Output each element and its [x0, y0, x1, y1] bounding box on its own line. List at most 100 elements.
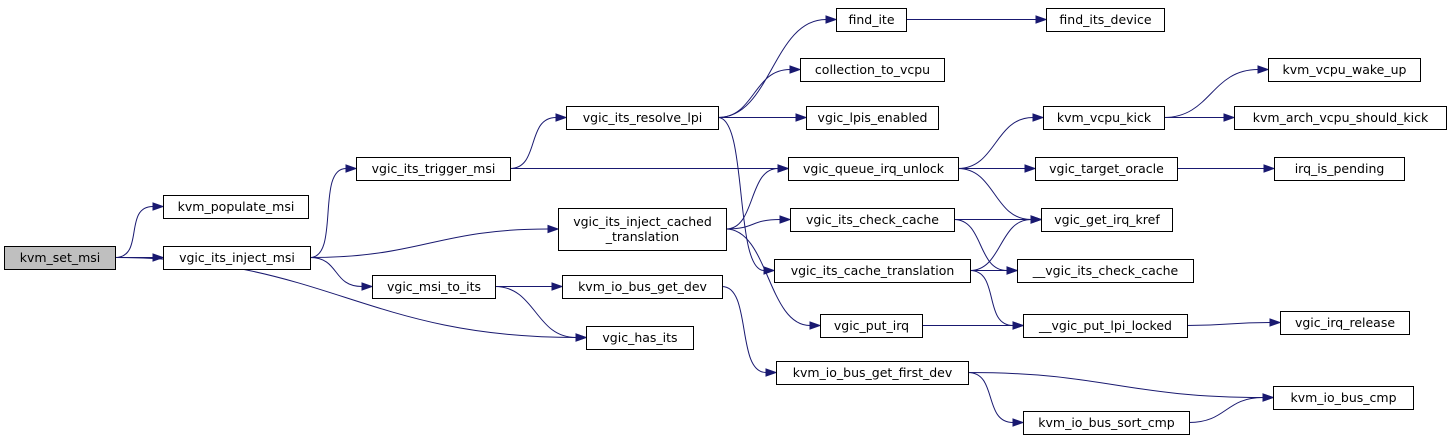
node-label: vgic_its_inject_msi [179, 250, 295, 265]
node-kvm-vcpu-wake-up[interactable]: kvm_vcpu_wake_up [1268, 58, 1421, 82]
edge-kvm-io-bus-get-dev-to-kvm-io-bus-get-first-dev [721, 286, 778, 377]
node-vgic-get-irq-kref[interactable]: vgic_get_irq_kref [1041, 208, 1173, 232]
edge-kvm-io-bus-get-first-dev-to-kvm-io-bus-sort-cmp [967, 372, 1025, 427]
node-label: vgic_its_cache_translation [791, 263, 955, 278]
node-vgic-irq-release[interactable]: vgic_irq_release [1280, 311, 1410, 335]
node-irq-is-pending[interactable]: irq_is_pending [1274, 157, 1405, 181]
edge-line [717, 69, 791, 118]
edge-arrowhead [809, 321, 822, 330]
node-label: vgic_has_its [602, 330, 677, 345]
node-label: vgic_lpis_enabled [818, 110, 928, 125]
node-label: vgic_get_irq_kref [1054, 212, 1160, 227]
edge-arrowhead [765, 368, 778, 377]
node-box [1046, 8, 1165, 32]
node-box [800, 58, 945, 82]
node-find-ite[interactable]: find_ite [836, 8, 907, 32]
node-box [1043, 106, 1165, 130]
node-vgic-its-check-cache[interactable]: __vgic_its_check_cache [1017, 259, 1194, 283]
edges-layer [114, 15, 1282, 427]
node-label: vgic_its_resolve_lpi [583, 110, 702, 125]
edge-arrowhead [763, 266, 776, 275]
node-label: kvm_io_bus_sort_cmp [1038, 415, 1175, 430]
node-kvm-io-bus-get-dev[interactable]: kvm_io_bus_get_dev [562, 275, 723, 299]
node-vgic-its-resolve-lpi[interactable]: vgic_its_resolve_lpi [566, 106, 719, 130]
edge-line [721, 286, 767, 373]
edge-arrowhead [1257, 65, 1270, 74]
edge-vgic-its-inject-msi-to-vgic-its-inject-cached-translation [309, 224, 560, 258]
edge-arrowhead [825, 15, 838, 24]
edge-arrowhead [575, 333, 588, 342]
node-vgic-its-inject-cached-translation[interactable]: vgic_its_inject_cached_translation [558, 208, 727, 251]
node-vgic-its-inject-msi[interactable]: vgic_its_inject_msi [163, 246, 311, 270]
edge-vgic-msi-to-its-to-vgic-has-its [494, 286, 588, 342]
node-vgic-target-oracle[interactable]: vgic_target_oracle [1035, 157, 1178, 181]
node-vgic-put-lpi-locked[interactable]: __vgic_put_lpi_locked [1023, 314, 1188, 338]
edge-arrowhead [1269, 318, 1282, 327]
node-kvm-populate-msi[interactable]: kvm_populate_msi [163, 195, 309, 219]
edge-arrowhead [777, 164, 790, 173]
node-kvm-io-bus-cmp[interactable]: kvm_io_bus_cmp [1273, 386, 1414, 410]
node-kvm-io-bus-get-first-dev[interactable]: kvm_io_bus_get_first_dev [776, 361, 969, 385]
edge-line [309, 257, 363, 287]
edge-vgic-its-trigger-msi-to-vgic-queue-irq-unlock [509, 164, 790, 173]
node-find-its-device[interactable]: find_its_device [1046, 8, 1165, 32]
node-box [1268, 58, 1421, 82]
node-vgic-its-check-cache[interactable]: vgic_its_check_cache [790, 208, 955, 232]
node-vgic-its-cache-translation[interactable]: vgic_its_cache_translation [774, 259, 971, 283]
edge-arrowhead [1030, 215, 1043, 224]
edge-arrowhead [1263, 164, 1276, 173]
edge-arrowhead [1024, 164, 1037, 173]
node-box [1280, 311, 1410, 335]
node-box [1274, 157, 1405, 181]
node-vgic-queue-irq-unlock[interactable]: vgic_queue_irq_unlock [788, 157, 959, 181]
node-vgic-its-trigger-msi[interactable]: vgic_its_trigger_msi [356, 157, 511, 181]
edge-kvm-set-msi-to-vgic-has-its [114, 257, 588, 342]
node-kvm-set-msi: kvm_set_msi [4, 246, 116, 270]
node-label: collection_to_vcpu [815, 62, 930, 77]
edge-kvm-io-bus-get-first-dev-to-kvm-io-bus-cmp [967, 372, 1275, 402]
edge-arrowhead [152, 253, 165, 262]
edge-arrowhead [795, 113, 808, 122]
edge-arrowhead [1012, 321, 1025, 330]
edge-vgic-its-cache-translation-to-vgic-get-irq-kref [969, 215, 1043, 271]
node-label: kvm_arch_vcpu_should_kick [1253, 110, 1429, 125]
node-box [163, 195, 309, 219]
node-collection-to-vcpu[interactable]: collection_to_vcpu [800, 58, 945, 82]
edge-vgic-its-trigger-msi-to-vgic-its-resolve-lpi [509, 113, 568, 169]
node-kvm-vcpu-kick[interactable]: kvm_vcpu_kick [1043, 106, 1165, 130]
edge-line [969, 270, 1014, 326]
node-box [4, 246, 116, 270]
node-label: vgic_queue_irq_unlock [803, 161, 945, 176]
node-box [1035, 157, 1178, 181]
edge-arrowhead [152, 202, 165, 211]
edge-arrowhead [555, 113, 568, 122]
node-label: vgic_irq_release [1295, 315, 1395, 330]
edge-kvm-vcpu-kick-to-kvm-arch-vcpu-should-kick [1164, 113, 1236, 122]
node-box [163, 246, 311, 270]
node-box [356, 157, 511, 181]
node-label: vgic_its_inject_cached [573, 214, 712, 229]
node-box [836, 8, 907, 32]
edge-line [957, 117, 1034, 169]
edge-vgic-its-inject-cached-translation-to-vgic-queue-irq-unlock [725, 164, 790, 230]
edge-line [967, 372, 1264, 398]
node-label: kvm_vcpu_kick [1057, 110, 1152, 125]
edge-vgic-put-lpi-locked-to-vgic-irq-release [1186, 318, 1282, 327]
node-vgic-lpis-enabled[interactable]: vgic_lpis_enabled [806, 106, 939, 130]
node-kvm-arch-vcpu-should-kick[interactable]: kvm_arch_vcpu_should_kick [1234, 106, 1447, 130]
node-box [372, 275, 496, 299]
node-vgic-has-its[interactable]: vgic_has_its [586, 326, 694, 350]
node-label: vgic_its_check_cache [806, 212, 939, 227]
edge-vgic-its-cache-translation-to-vgic-put-lpi-locked [969, 270, 1025, 330]
edge-arrowhead [345, 164, 358, 173]
node-box [1234, 106, 1447, 130]
node-vgic-msi-to-its[interactable]: vgic_msi_to_its [372, 275, 496, 299]
edge-line [725, 168, 779, 230]
node-box [806, 106, 939, 130]
edge-kvm-io-bus-sort-cmp-to-kvm-io-bus-cmp [1188, 393, 1275, 423]
node-vgic-put-irq[interactable]: vgic_put_irq [820, 314, 923, 338]
edge-line [1188, 397, 1264, 423]
edge-arrowhead [779, 215, 792, 224]
node-kvm-io-bus-sort-cmp[interactable]: kvm_io_bus_sort_cmp [1023, 411, 1190, 435]
